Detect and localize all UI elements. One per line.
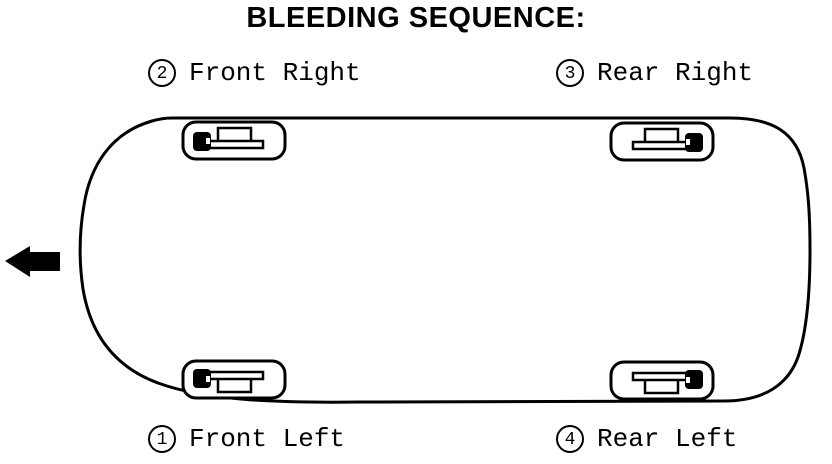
diagram-title: BLEEDING SEQUENCE:	[246, 2, 586, 34]
label-rear-left: 4 Rear Left	[556, 424, 737, 454]
wheel-rear-left-icon	[609, 360, 715, 401]
wheel-name-rear-right: Rear Right	[597, 58, 754, 88]
step-number-icon: 3	[556, 59, 584, 87]
wheel-name-rear-left: Rear Left	[597, 424, 738, 454]
front-direction-arrow-icon	[5, 246, 60, 277]
step-number-icon: 2	[148, 59, 176, 87]
label-front-right: 2 Front Right	[148, 58, 361, 88]
wheel-name-front-left: Front Left	[189, 424, 346, 454]
wheel-name-front-right: Front Right	[189, 58, 361, 88]
label-front-left: 1 Front Left	[148, 424, 345, 454]
wheel-rear-right-icon	[609, 121, 715, 162]
wheel-front-right-icon	[181, 120, 287, 161]
wheel-front-left-icon	[181, 359, 287, 400]
step-number-icon: 1	[148, 425, 176, 453]
car-body-outline	[78, 116, 812, 404]
label-rear-right: 3 Rear Right	[556, 58, 753, 88]
step-number-icon: 4	[556, 425, 584, 453]
